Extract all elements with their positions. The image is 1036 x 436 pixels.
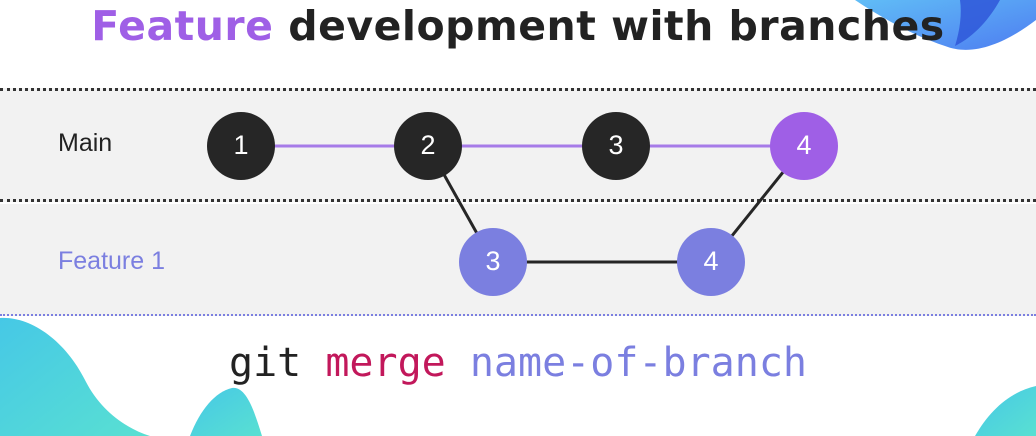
commit-circle — [770, 112, 838, 180]
commit-node-f3: 3 — [459, 228, 527, 296]
commit-label: 3 — [485, 246, 500, 276]
commit-circle — [207, 112, 275, 180]
commit-node-m4: 4 — [770, 112, 838, 180]
bottom-left-wave-shape — [0, 317, 150, 436]
commit-node-m2: 2 — [394, 112, 462, 180]
commit-circle — [394, 112, 462, 180]
commit-node-m3: 3 — [582, 112, 650, 180]
feature-lane-label: Feature 1 — [58, 247, 166, 275]
commit-circle — [459, 228, 527, 296]
commit-label: 2 — [420, 130, 435, 160]
command-argument: name-of-branch — [469, 340, 807, 386]
commit-label: 4 — [703, 246, 718, 276]
page-title: Feature development with branches — [0, 2, 1036, 50]
bottom-left-wave-shape-2 — [190, 387, 262, 436]
bottom-right-wave-shape — [975, 386, 1036, 436]
top-right-wave-highlight — [955, 0, 1000, 46]
command-git: git — [228, 340, 302, 386]
commit-label: 1 — [233, 130, 248, 160]
git-command: git merge name-of-branch — [0, 340, 1036, 386]
title-rest: development with branches — [288, 2, 945, 50]
main-lane-label: Main — [58, 129, 113, 157]
commit-node-m1: 1 — [207, 112, 275, 180]
command-subcommand: merge — [325, 340, 446, 386]
commit-circle — [677, 228, 745, 296]
commit-label: 4 — [796, 130, 811, 160]
commit-circle — [582, 112, 650, 180]
commit-node-f4: 4 — [677, 228, 745, 296]
title-accent-word: Feature — [91, 2, 274, 50]
commit-label: 3 — [608, 130, 623, 160]
